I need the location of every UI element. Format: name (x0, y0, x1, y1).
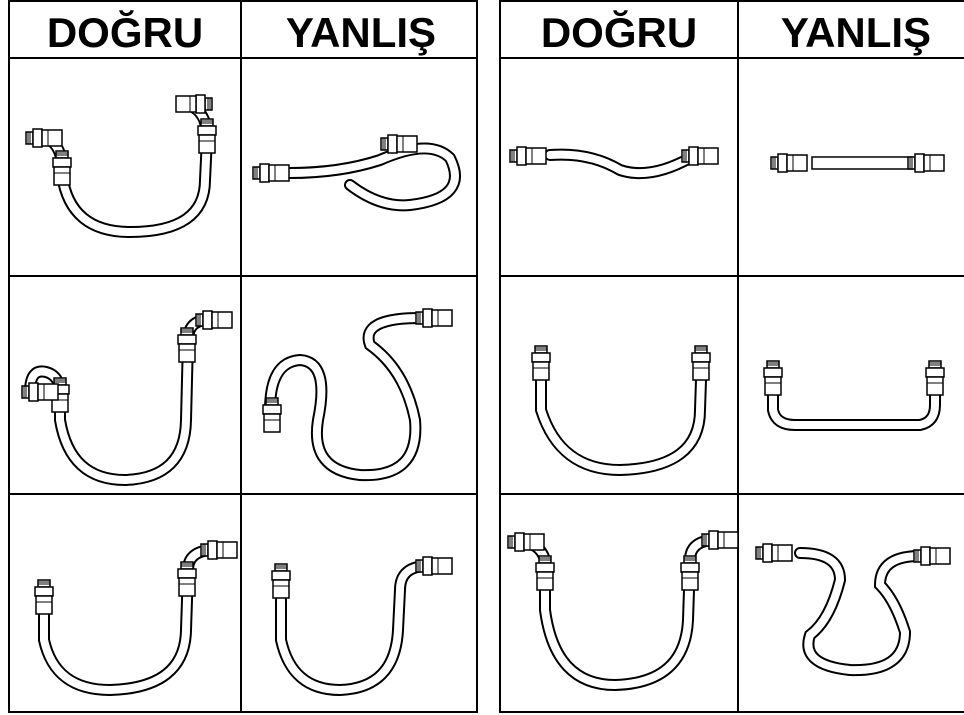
hose-correct-left-row3 (34, 540, 238, 697)
right-panel-correct-header: DOĞRU (541, 9, 697, 56)
hose-correct-left-row2 (21, 310, 233, 487)
hose-wrong-left-row1 (252, 134, 461, 212)
right-panel-wrong-header: YANLIŞ (781, 9, 931, 56)
right-panel-frame (499, 0, 964, 713)
hose-correct-right-row2 (531, 345, 711, 477)
left-panel-wrong-header: YANLIŞ (286, 9, 436, 56)
hose-wrong-right-row3 (755, 543, 951, 677)
left-panel-correct-header: DOĞRU (47, 9, 203, 56)
hose-wrong-left-row2 (262, 308, 453, 482)
left-panel-frame (8, 0, 478, 713)
hose-wrong-right-row2 (763, 360, 945, 431)
hose-wrong-right-row1 (770, 153, 945, 173)
hose-correct-right-row1 (509, 146, 719, 180)
hose-correct-left-row1 (25, 94, 217, 239)
hose-correct-right-row3 (507, 530, 739, 692)
hose-wrong-left-row3 (271, 556, 453, 697)
